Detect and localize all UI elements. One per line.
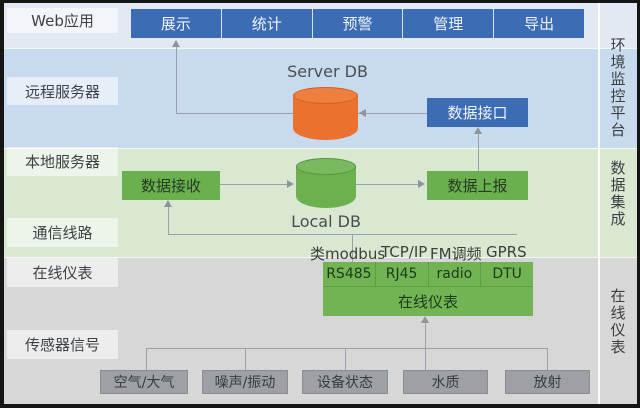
line-meter-to-comm (352, 234, 353, 262)
sensor-noise: 噪声/振动 (202, 370, 288, 394)
button-statistics: 统计 (220, 9, 312, 38)
sensor-air: 空气/大气 (100, 370, 188, 394)
button-alert: 预警 (311, 9, 403, 38)
port-rj45: RJ45 (374, 262, 428, 286)
server-db-cylinder-icon (293, 87, 358, 140)
arrow-left-to-serverdb-icon (359, 109, 366, 117)
layer-label-remote: 远程服务器 (7, 77, 118, 105)
server-db-label: Server DB (287, 62, 368, 81)
band-divider (0, 257, 640, 258)
line-stub-radiation (547, 348, 548, 370)
line-comm-bus (168, 234, 517, 235)
layer-label-sensor: 传感器信号 (7, 330, 118, 359)
line-comm-to-receive (168, 207, 169, 234)
meter-port-row: RS485 RJ45 radio DTU (323, 262, 533, 287)
port-dtu: DTU (480, 262, 533, 286)
line-localdb-to-upload (356, 184, 420, 185)
line-sensor-bus (146, 348, 548, 349)
arrow-up-to-interface-icon (474, 127, 482, 134)
sensor-radiation: 放射 (505, 370, 590, 394)
button-manage: 管理 (402, 9, 493, 38)
online-meter-label: 在线仪表 (397, 292, 458, 311)
arrow-up-to-webbar-icon (172, 40, 180, 47)
button-display: 展示 (160, 15, 191, 33)
sensor-device: 设备状态 (302, 370, 388, 394)
button-export: 导出 (493, 9, 584, 38)
caption-data-integration: 数据集成 (608, 160, 627, 228)
line-upload-to-interface (478, 134, 479, 171)
line-stub-air (146, 348, 147, 370)
band-divider (0, 148, 640, 149)
band-divider (0, 48, 640, 49)
local-db-cylinder-icon (296, 158, 356, 208)
web-app-bar: 展示 统计 预警 管理 导出 (131, 9, 584, 38)
layer-label-meter: 在线仪表 (7, 258, 118, 287)
port-rs485: RS485 (326, 266, 372, 282)
caption-online-meter: 在线仪表 (608, 288, 627, 356)
arrow-up-to-meter-icon (421, 316, 429, 323)
line-stub-noise (245, 348, 246, 370)
layer-label-comm: 通信线路 (7, 218, 118, 247)
right-column-divider (598, 0, 600, 408)
online-meter-box: RS485 RJ45 radio DTU 在线仪表 (323, 262, 533, 316)
sensor-water: 水质 (403, 370, 488, 394)
port-radio: radio (427, 262, 481, 286)
protocol-gprs: GPRS (486, 243, 527, 261)
caption-env-monitor-platform: 环境监控平台 (608, 37, 627, 139)
data-receive-box: 数据接收 (122, 171, 220, 200)
layer-label-web: Web应用 (7, 8, 118, 33)
layer-label-local: 本地服务器 (7, 147, 118, 176)
arrow-up-to-receive-icon (164, 200, 172, 207)
protocol-fm: FM调频 (430, 245, 482, 263)
arrow-right-to-localdb-icon (287, 180, 294, 188)
arrow-right-to-upload-icon (418, 180, 425, 188)
protocol-modbus: 类modbus (310, 245, 386, 263)
protocol-tcpip: TCP/IP (381, 243, 428, 261)
local-db-label: Local DB (291, 212, 361, 231)
line-sensorbus-to-meter (425, 323, 426, 370)
line-receive-to-localdb (220, 184, 290, 185)
line-stub-device (345, 348, 346, 370)
data-upload-box: 数据上报 (427, 171, 528, 200)
line-serverdb-to-webbar (176, 44, 177, 113)
data-interface-box: 数据接口 (427, 98, 528, 127)
